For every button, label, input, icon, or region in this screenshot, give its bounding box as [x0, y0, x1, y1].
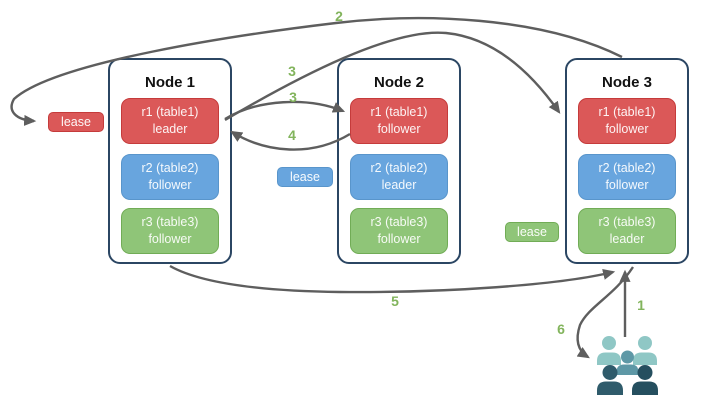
step-label-5: 5 [391, 293, 399, 309]
replica-name: r3 (table3) [141, 215, 199, 229]
replica-role: follower [605, 122, 649, 136]
users-icon [597, 336, 658, 395]
node-1-replica-r2: r2 (table2) follower [121, 154, 219, 200]
replica-role: leader [152, 122, 188, 136]
replica-name: r2 (table2) [598, 161, 656, 175]
replica-role: leader [381, 178, 417, 192]
node-1-replica-r1: r1 (table1) leader [121, 98, 219, 144]
step-label-1: 1 [637, 297, 645, 313]
arrow-2-node3-to-lease1 [10, 17, 623, 126]
node-1-title: Node 1 [144, 74, 195, 91]
replica-name: r1 (table1) [141, 105, 199, 119]
step-label-6: 6 [557, 321, 565, 337]
replica-role: follower [377, 232, 421, 246]
replica-role: follower [605, 178, 649, 192]
node-2-title: Node 2 [373, 74, 424, 91]
step-label-2: 2 [335, 8, 343, 24]
person-back-right [633, 336, 657, 365]
arrow-5-node1-to-node3 [169, 264, 616, 294]
node-2-replica-r3: r3 (table3) follower [350, 208, 448, 254]
lease-label: lease [517, 225, 547, 239]
lease-badge-blue: lease [277, 167, 333, 187]
replica-name: r1 (table1) [598, 105, 656, 119]
replica-name: r3 (table3) [370, 215, 428, 229]
node-3-box: Node 3 r1 (table1) follower r2 (table2) … [565, 58, 689, 264]
node-2-replica-r1: r1 (table1) follower [350, 98, 448, 144]
node-3-replica-r1: r1 (table1) follower [578, 98, 676, 144]
lease-label: lease [61, 115, 91, 129]
lease-label: lease [290, 170, 320, 184]
lease-badge-red: lease [48, 112, 104, 132]
step-label-4: 4 [288, 127, 296, 143]
replica-name: r3 (table3) [598, 215, 656, 229]
arrow-3-node1-to-node2 [224, 100, 346, 121]
lease-badge-green: lease [505, 222, 559, 242]
node-1-replica-r3: r3 (table3) follower [121, 208, 219, 254]
replica-role: leader [609, 232, 645, 246]
replica-name: r2 (table2) [370, 161, 428, 175]
replica-role: follower [148, 232, 192, 246]
node-3-title: Node 3 [601, 74, 652, 91]
step-label-3b: 3 [289, 89, 297, 105]
node-3-replica-r3: r3 (table3) leader [578, 208, 676, 254]
replica-name: r2 (table2) [141, 161, 199, 175]
person-front-left [597, 365, 623, 395]
node-3-replica-r2: r2 (table2) follower [578, 154, 676, 200]
node-1-box: Node 1 r1 (table1) leader r2 (table2) fo… [108, 58, 232, 264]
person-front-right [632, 365, 658, 395]
replica-name: r1 (table1) [370, 105, 428, 119]
node-2-replica-r2: r2 (table2) leader [350, 154, 448, 200]
replica-role: follower [377, 122, 421, 136]
person-back-left [597, 336, 621, 365]
step-label-3a: 3 [288, 63, 296, 79]
node-2-box: Node 2 r1 (table1) follower r2 (table2) … [337, 58, 461, 264]
replica-role: follower [148, 178, 192, 192]
